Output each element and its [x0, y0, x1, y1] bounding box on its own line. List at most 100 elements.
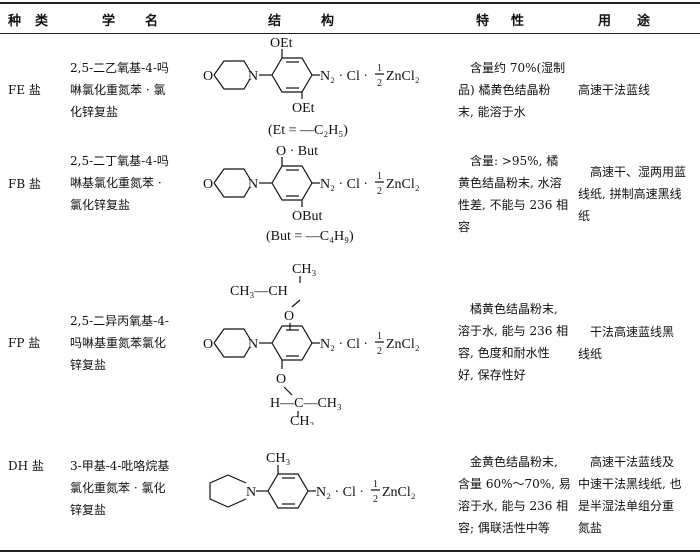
line: 干法高速蓝线黑	[590, 325, 675, 339]
name-cell: 2,5-二乙氧基-4-吗啉氯化重氮苯 · 氯化锌复盐	[70, 57, 169, 123]
fraction-den: 2	[377, 346, 382, 357]
type-cell: DH 盐	[8, 459, 44, 473]
fraction-num: 1	[377, 331, 382, 342]
line: 容; 偶联活性中等	[458, 521, 550, 535]
line: 容, 色度和耐水性	[458, 346, 550, 360]
line: 金黄色结晶粉末,	[470, 455, 558, 469]
table-row-dh: DH 盐 3-甲基-4-吡咯烷基氯化重氮苯 · 氯化锌复盐 N CH₃ N₂ ·…	[0, 425, 700, 549]
line: 含量 60%～70%, 易	[458, 477, 571, 491]
note: (Et = —C₂H₅)	[268, 123, 348, 138]
line: 溶于水, 能与 236 相	[458, 324, 569, 338]
property-cell: 含量: >95%, 橘黄色结晶粉末, 水溶性差, 不能与 236 相容	[458, 150, 568, 238]
diazonium-chloride: N₂ · Cl ·	[320, 177, 368, 192]
use-cell: 高速干法蓝线及中速干法黑线纸, 也是半湿法单组分重氮盐	[578, 451, 682, 539]
line: 橘黄色结晶粉末,	[470, 302, 558, 316]
zinc-chloride: ZnCl₂	[386, 69, 420, 84]
line: 是半湿法单组分重	[578, 499, 675, 513]
substituent-bottom: OEt	[292, 101, 315, 116]
line: 好, 保存性好	[458, 368, 526, 382]
note: (But = —C₄H₉)	[266, 229, 354, 244]
methyl: CH₃	[290, 414, 314, 425]
atom-o: O	[203, 69, 213, 84]
name-line: 2,5-二丁氧基-4-吗	[70, 154, 169, 168]
substituent-top: O · But	[276, 144, 318, 159]
name-line: 2,5-二异丙氧基-4-	[70, 314, 169, 328]
isopropyl-top: CH₃—CH	[230, 284, 288, 299]
type-cell: FP 盐	[8, 336, 41, 350]
atom-n: N	[248, 337, 258, 352]
structure-dh: N CH₃ N₂ · Cl · 12 ZnCl₂	[209, 451, 416, 509]
name-cell: 3-甲基-4-吡咯烷基氯化重氮苯 · 氯化锌复盐	[70, 455, 169, 521]
diazonium-chloride: N₂ · Cl ·	[320, 69, 368, 84]
property-cell: 橘黄色结晶粉末, 溶于水, 能与 236 相容, 色度和耐水性好, 保存性好	[458, 298, 568, 386]
substituent-bottom: OBut	[292, 209, 322, 224]
line: 高速干、湿两用蓝	[590, 165, 687, 179]
name-line: 啉基氯化重氮苯 ·	[70, 176, 162, 190]
line: 氮盐	[578, 521, 603, 535]
line: 线纸, 拼制高速黑线	[578, 187, 682, 201]
line: 性差, 不能与 236 相	[458, 198, 569, 212]
name-cell: 2,5-二丁氧基-4-吗啉基氯化重氮苯 · 氯化锌复盐	[70, 150, 169, 216]
diazonium-chloride: N₂ · Cl ·	[316, 485, 364, 500]
property-cell: 含量约 70%(湿制品) 橘黄色结晶粉末, 能溶于水	[458, 57, 565, 123]
name-cell: 2,5-二异丙氧基-4- 吗啉基重氮苯氯化锌复盐	[70, 310, 169, 376]
atom-n: N	[246, 485, 256, 500]
use-cell: 高速干、湿两用蓝线纸, 拼制高速黑线纸	[578, 161, 686, 227]
substituent-top: OEt	[270, 36, 293, 51]
structure-fe: O N OEt OEt N₂ · Cl · 12 ZnCl₂ (Et = —C₂…	[203, 36, 420, 138]
name-line: 啉氯化重氮苯 · 氯	[70, 83, 166, 97]
bottom-rule	[0, 550, 700, 552]
name-line: 3-甲基-4-吡咯烷基	[70, 459, 170, 473]
atom-n: N	[248, 177, 258, 192]
structure-fb: O N O · But OBut N₂ · Cl · 1 2 ZnCl₂ (But…	[203, 144, 420, 244]
fraction-num: 1	[377, 171, 382, 182]
name-line: 2,5-二乙氧基-4-吗	[70, 61, 169, 75]
type-cell: FB 盐	[8, 177, 41, 191]
name-line: 锌复盐	[70, 358, 107, 372]
name-line: 氯化重氮苯 · 氯化	[70, 481, 166, 495]
line: 中速干法黑线纸, 也	[578, 477, 682, 491]
table-row-fp: FP 盐 2,5-二异丙氧基-4- 吗啉基重氮苯氯化锌复盐 CH₃ CH₃—CH …	[0, 245, 700, 425]
fraction-den: 2	[377, 186, 382, 197]
line: 高速干法蓝线及	[590, 455, 675, 469]
use-cell: 高速干法蓝线	[578, 79, 650, 101]
fraction-den: 2	[373, 494, 378, 505]
header-use: 用途	[598, 14, 677, 29]
property-cell: 金黄色结晶粉末, 含量 60%～70%, 易溶于水, 能与 236 相容; 偶联活…	[458, 451, 571, 539]
line: 线纸	[578, 347, 603, 361]
methyl: CH₃	[292, 262, 316, 277]
top-rule	[0, 2, 700, 4]
substituent-methyl: CH₃	[266, 451, 290, 466]
header-property: 特性	[476, 14, 547, 29]
line: 高速干法蓝线	[578, 83, 651, 97]
line: 容	[458, 220, 471, 234]
structure-fp: CH₃ CH₃—CH O O N O H—C—CH₃ CH₃ N₂ · Cl ·…	[203, 262, 420, 425]
isopropyl-bottom: H—C—CH₃	[270, 396, 342, 411]
table-row-fe: FE 盐 2,5-二乙氧基-4-吗啉氯化重氮苯 · 氯化锌复盐 O N OEt …	[0, 33, 700, 140]
header-type: 种类	[8, 14, 63, 29]
zinc-chloride: ZnCl₂	[386, 177, 420, 192]
line: 含量约 70%(湿制	[470, 61, 566, 75]
atom-o-bottom: O	[276, 372, 286, 387]
name-line: 吗啉基重氮苯氯化	[70, 336, 167, 350]
name-line: 化锌复盐	[70, 105, 119, 119]
atom-o: O	[203, 337, 213, 352]
line: 品) 橘黄色结晶粉	[458, 83, 551, 97]
atom-o: O	[203, 177, 213, 192]
fraction-num: 1	[373, 479, 378, 490]
fraction-den: 2	[377, 78, 382, 89]
header-rule	[0, 33, 700, 34]
table-row-fb: FB 盐 2,5-二丁氧基-4-吗啉基氯化重氮苯 · 氯化锌复盐 O N O · …	[0, 140, 700, 245]
diazonium-chloride: N₂ · Cl ·	[320, 337, 368, 352]
name-line: 氯化锌复盐	[70, 198, 131, 212]
line: 黄色结晶粉末, 水溶	[458, 176, 562, 190]
line: 纸	[578, 209, 591, 223]
name-line: 锌复盐	[70, 503, 107, 517]
use-cell: 干法高速蓝线黑线纸	[578, 321, 674, 365]
line: 溶于水, 能与 236 相	[458, 499, 569, 513]
header-structure: 结构	[268, 14, 375, 29]
atom-o-top: O	[284, 309, 294, 324]
line: 含量: >95%, 橘	[470, 154, 559, 168]
fraction-num: 1	[377, 63, 382, 74]
